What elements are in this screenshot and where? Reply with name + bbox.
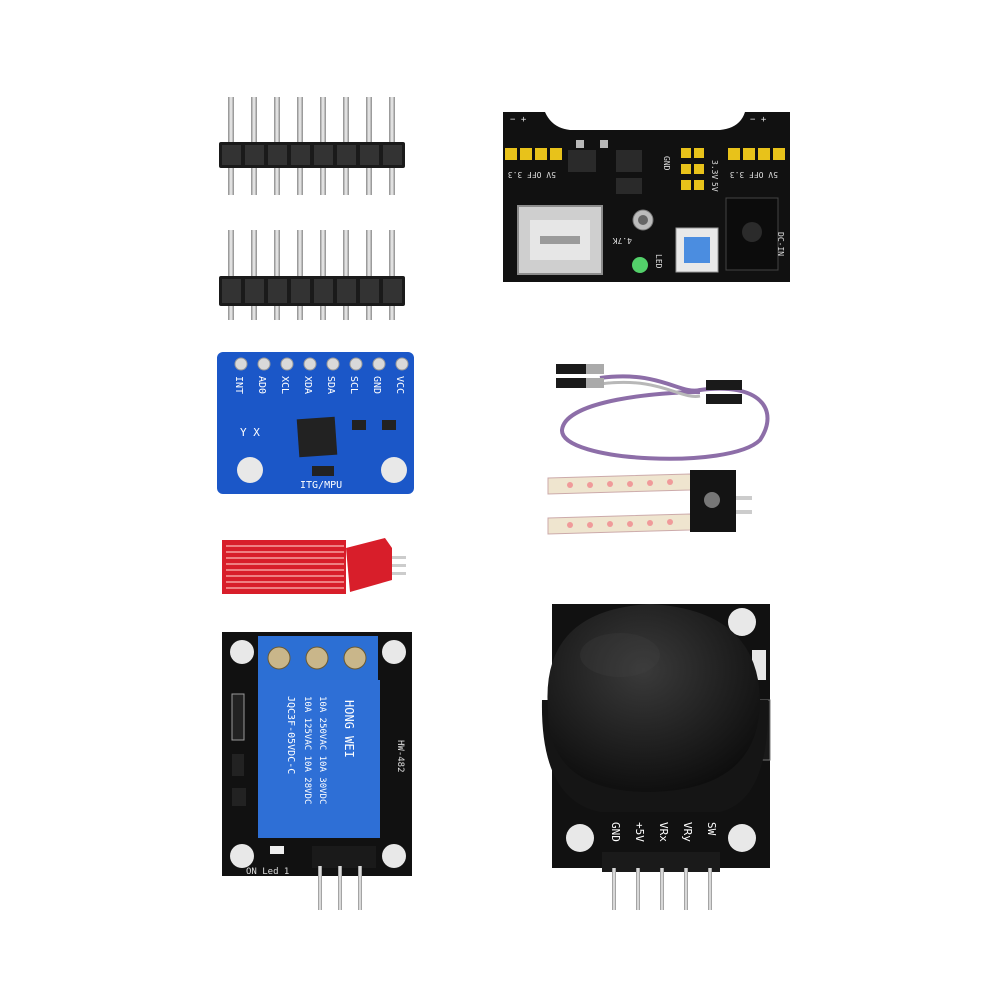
- mpu-pin-scl: SCL: [348, 376, 359, 394]
- breadboard-power-module: − + 5V OFF 3.3 − + 5V OFF 3.3 3.3V 5V GN…: [503, 112, 790, 282]
- joystick-pin-sw: SW: [705, 822, 718, 836]
- joystick-pin-gnd: GND: [609, 822, 622, 842]
- joystick-cap-icon: [547, 604, 760, 792]
- mpu-pin-sda: SDA: [325, 376, 336, 394]
- water-level-sensor: [222, 538, 406, 594]
- mpu-pin-xcl: XCL: [279, 376, 290, 394]
- pin-header-top: [219, 97, 405, 195]
- mpu-chip-label: ITG/MPU: [300, 480, 342, 491]
- power-label-5v: 5V: [710, 182, 719, 192]
- relay-model: JQC3F-05VDC-C: [285, 696, 296, 774]
- relay-board-label: HW-482: [395, 740, 405, 773]
- power-switch-button: [684, 237, 710, 263]
- mpu-sensor-module: INT AD0 XCL XDA SDA SCL GND VCC Y X ITG/…: [217, 352, 414, 494]
- relay-module: HONG WEI 10A 250VAC 10A 30VDC 10A 125VAC…: [222, 632, 412, 910]
- power-label-off-right: 5V OFF 3.3: [730, 170, 778, 179]
- joystick-pin-5v: +5V: [633, 822, 646, 842]
- power-label-off-left: 5V OFF 3.3: [508, 170, 556, 179]
- power-label-led: LED: [654, 254, 663, 269]
- power-center-jumper-pins: [681, 148, 704, 190]
- mpu-chip-icon: [296, 416, 338, 458]
- soil-moisture-probe: [547, 470, 752, 535]
- power-label-33v: 3.3V: [710, 160, 719, 179]
- jumper-wire: [556, 364, 770, 461]
- joystick-pin-vrx: VRx: [657, 822, 670, 842]
- relay-rating-2: 10A 125VAC 10A 28VDC: [302, 696, 312, 804]
- power-label-dcin: DC-IN: [776, 232, 785, 256]
- mpu-pin-ad0: AD0: [256, 376, 267, 394]
- relay-rating-1: 10A 250VAC 10A 30VDC: [317, 696, 327, 804]
- led-icon: [632, 257, 648, 273]
- mpu-pin-gnd: GND: [371, 376, 382, 394]
- mpu-axis-label: Y X: [240, 426, 260, 439]
- mpu-pin-int: INT: [233, 376, 244, 394]
- joystick-pin-vry: VRy: [681, 822, 694, 842]
- power-right-jumper-pins: [728, 148, 785, 160]
- joystick-module: GND +5V VRx VRy SW: [541, 604, 771, 910]
- power-left-jumper-pins: [505, 148, 562, 160]
- power-label-47k: 4.7K: [613, 236, 632, 245]
- relay-brand: HONG WEI: [342, 700, 356, 758]
- relay-led-label: ON Led 1: [246, 867, 289, 877]
- relay-box: [258, 680, 380, 838]
- mpu-pin-xda: XDA: [302, 376, 313, 394]
- svg-text:− +: − +: [750, 115, 767, 125]
- mpu-pin-vcc: VCC: [394, 376, 405, 394]
- svg-text:− +: − +: [510, 115, 527, 125]
- power-label-gnd: GND: [662, 156, 671, 171]
- pin-header-bottom: [219, 230, 405, 320]
